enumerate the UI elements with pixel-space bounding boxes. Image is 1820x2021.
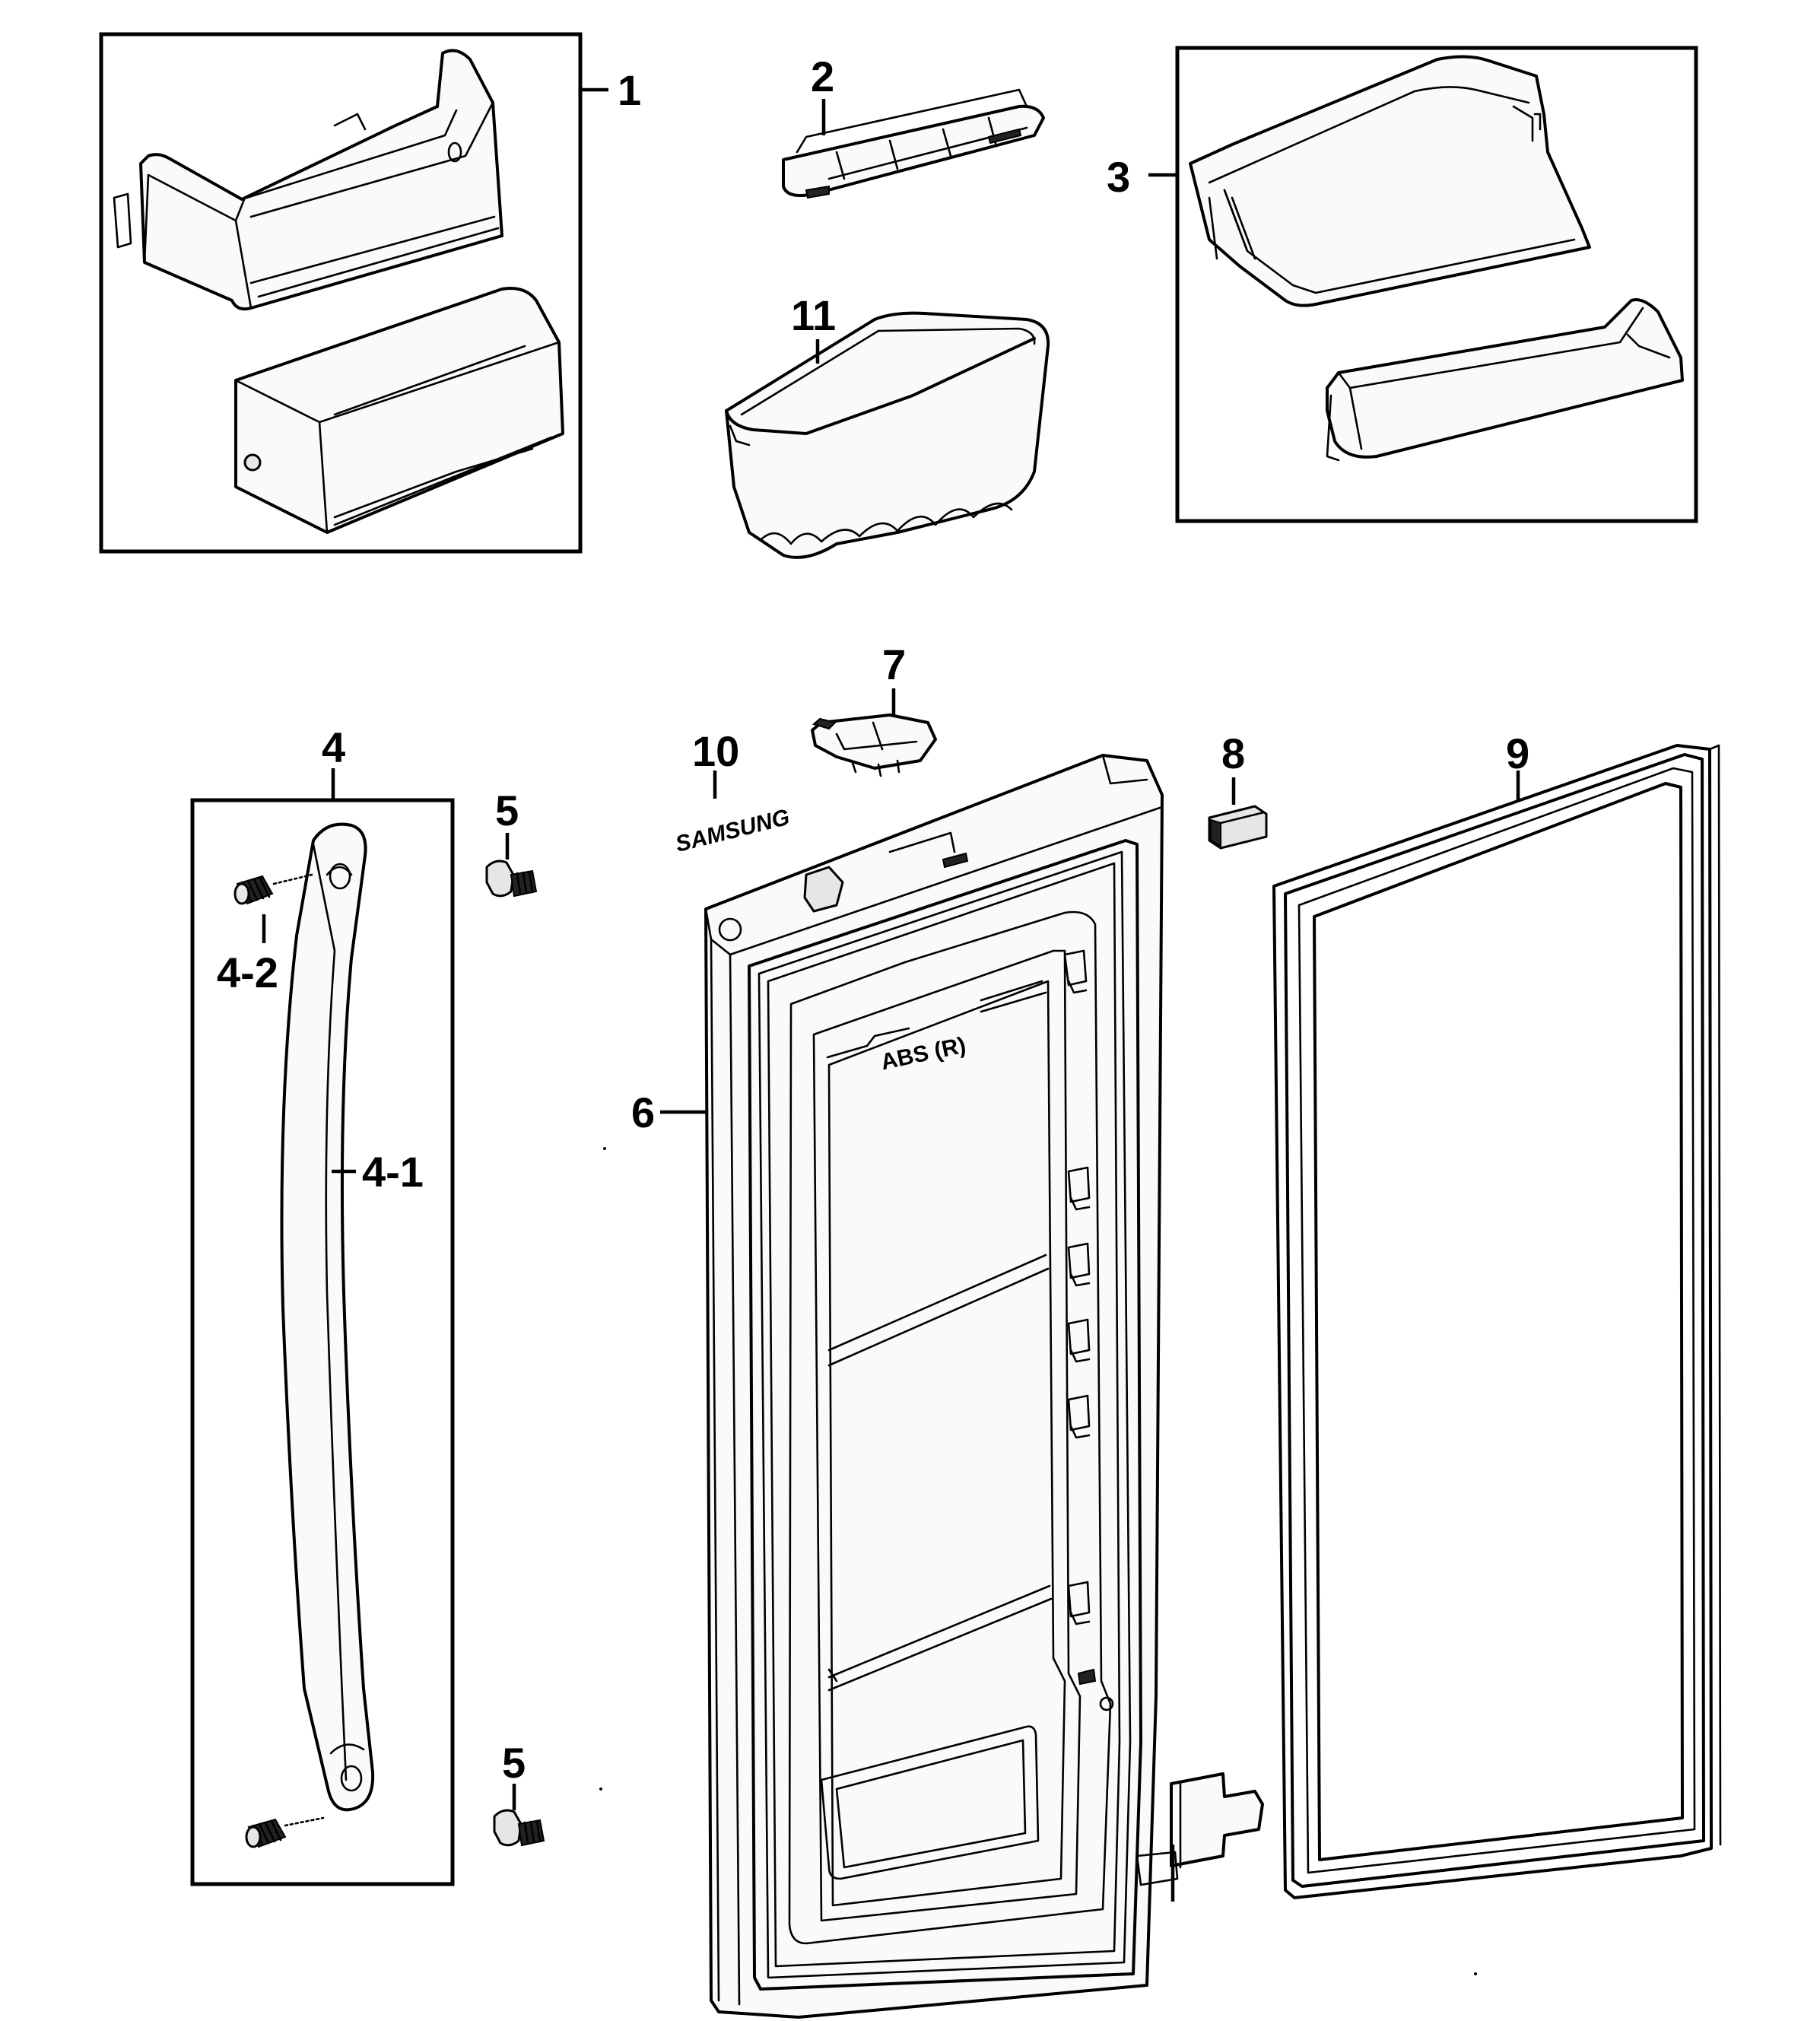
part-8-group: 8 [1208, 729, 1268, 850]
part-3-group: 3 [1107, 46, 1698, 523]
part-1-dairy-cover [234, 287, 564, 534]
label-7: 7 [882, 640, 906, 688]
label-2: 2 [811, 52, 834, 100]
label-4-1: 4-1 [362, 1148, 424, 1196]
label-11: 11 [791, 291, 836, 339]
part-4-2-setscrew-top [233, 875, 274, 905]
part-3-upper-bin [1189, 55, 1591, 307]
part-8-part [1208, 805, 1268, 850]
label-10: 10 [692, 727, 739, 775]
part-4-group: 4-2 4-1 4 [190, 723, 455, 1886]
label-3: 3 [1107, 153, 1130, 201]
part-7-group: 7 [811, 640, 937, 777]
part-10-badge: SAMSUNG [673, 805, 792, 857]
part-4-2-setscrew-bottom [245, 1818, 287, 1848]
part-10-group: SAMSUNG 10 [673, 727, 792, 857]
part-9-group: 9 [1272, 729, 1722, 1899]
part-6-bottom-hinge [1170, 1772, 1264, 1867]
part-3-frame [1175, 46, 1698, 523]
label-8: 8 [1221, 729, 1245, 777]
part-9-gasket-outer [1272, 744, 1713, 1899]
part-3-lower-bin [1326, 298, 1684, 459]
part-6-inner-liner [788, 910, 1112, 1945]
part-1-frame [99, 32, 583, 554]
label-1: 1 [618, 66, 641, 114]
label-5-bottom: 5 [502, 1739, 526, 1787]
part-1-group: 1 [99, 32, 641, 554]
label-4-2: 4-2 [217, 949, 278, 996]
label-5-top: 5 [495, 786, 519, 834]
label-6: 6 [631, 1088, 655, 1136]
label-4: 4 [322, 723, 345, 771]
part-6-door-assembly: ABS (R) 6 [631, 754, 1264, 2019]
part-4-frame [190, 798, 455, 1886]
part-5-screw-top: 5 [485, 786, 538, 898]
part-6-clips [1063, 949, 1114, 1711]
label-9: 9 [1506, 729, 1529, 777]
part-5-screw-bottom: 5 [493, 1739, 545, 1847]
part-11-tray [725, 311, 1050, 559]
part-1-guard-tray [139, 49, 503, 311]
part-7-part [811, 713, 937, 770]
part-2-group: 2 [782, 52, 1045, 199]
part-11-group: 11 [725, 291, 1050, 559]
